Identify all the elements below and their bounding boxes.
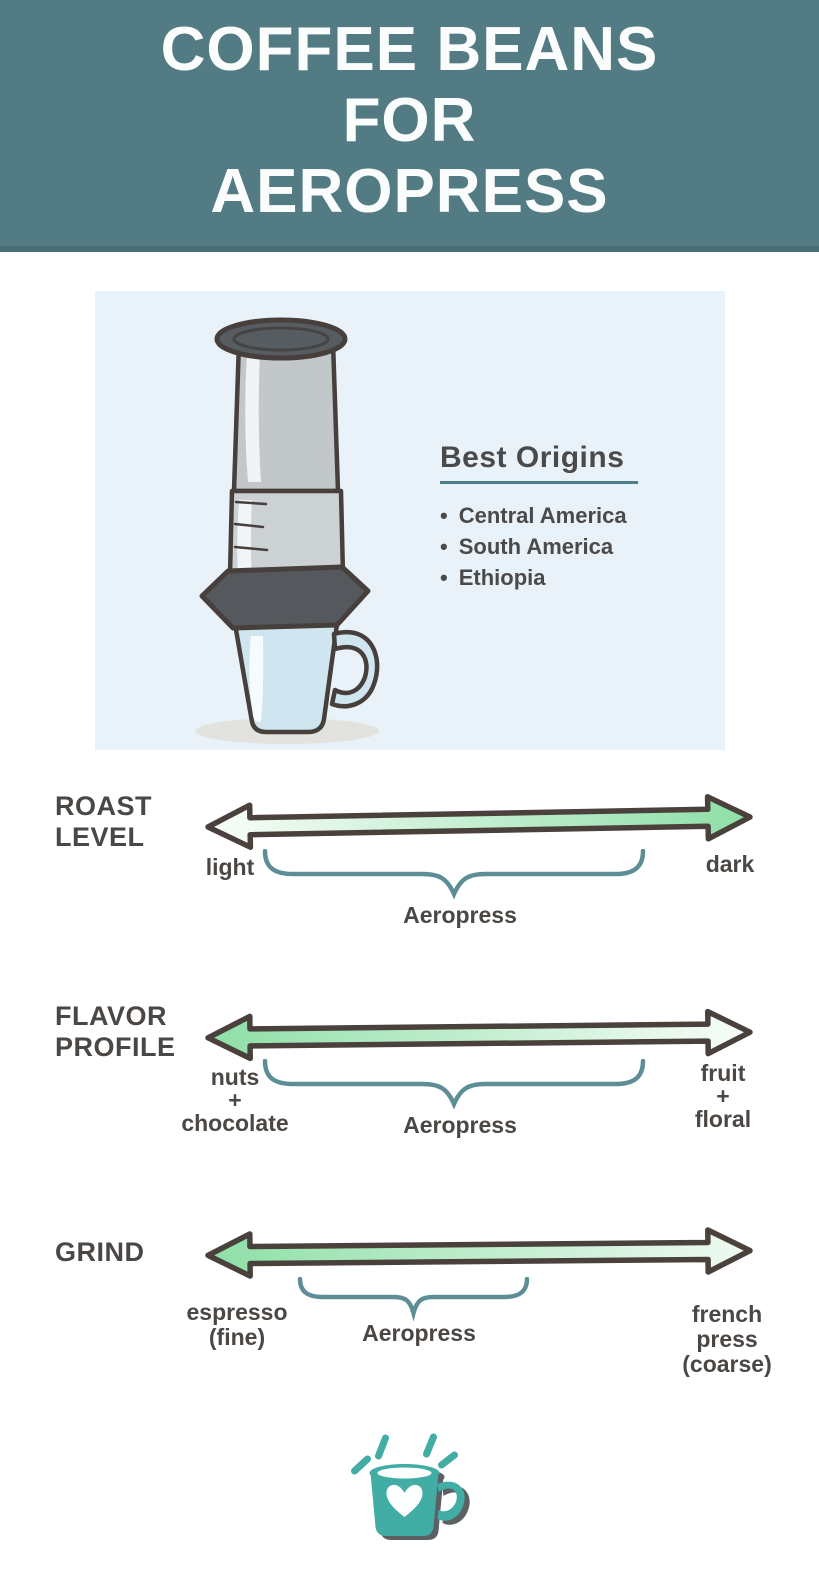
list-item: • South America: [440, 531, 710, 562]
grind-right-label: french press (coarse): [682, 1301, 772, 1377]
double-arrow-icon: [205, 1008, 753, 1062]
roast-right-label: dark: [705, 851, 755, 877]
brace-icon: [262, 1058, 646, 1110]
list-item: • Ethiopia: [440, 562, 710, 593]
grind-brace-label: Aeropress: [362, 1320, 476, 1346]
heart-icon: [386, 1484, 423, 1517]
origin-label: Central America: [458, 503, 627, 528]
roast-brace-label: Aeropress: [403, 902, 517, 928]
aeropress-illustration: [195, 317, 380, 744]
grind-label: GRIND: [55, 1237, 145, 1267]
origins-panel: Best Origins • Central America • South A…: [95, 291, 725, 750]
sparkle-rays: [351, 1433, 458, 1475]
roast-left-label: light: [205, 854, 255, 880]
flavor-right-label: fruit + floral: [694, 1060, 752, 1132]
origins-list: • Central America • South America • Ethi…: [440, 500, 710, 593]
mug-handle: [329, 630, 380, 709]
page-title: COFFEE BEANS FOR AEROPRESS: [160, 15, 659, 226]
roast-aeropress-brace: [262, 848, 646, 908]
bullet-icon: •: [440, 565, 448, 590]
mug-opening: [377, 1467, 432, 1479]
roast-level-label: ROAST LEVEL: [55, 791, 152, 852]
brace-icon: [262, 848, 646, 900]
grind-arrow: [203, 1225, 755, 1282]
best-origins-block: Best Origins • Central America • South A…: [440, 441, 710, 593]
bullet-icon: •: [440, 534, 448, 559]
plunger-highlight: [245, 354, 261, 482]
origin-label: South America: [458, 534, 614, 559]
flavor-profile-label: FLAVOR PROFILE: [55, 1001, 176, 1062]
double-arrow-icon: [205, 1227, 753, 1279]
mug-highlight: [249, 636, 264, 722]
header-banner: COFFEE BEANS FOR AEROPRESS: [0, 0, 819, 252]
mug-handle: [437, 1481, 465, 1521]
flavor-brace-label: Aeropress: [403, 1112, 517, 1138]
filter-cap: [199, 564, 371, 631]
grind-aeropress-brace: [297, 1276, 530, 1328]
heading-underline: [440, 481, 638, 484]
flavor-left-label: nuts + chocolate: [181, 1064, 289, 1136]
roast-level-arrow: [203, 791, 756, 853]
origin-label: Ethiopia: [458, 565, 546, 590]
flavor-aeropress-brace: [262, 1058, 646, 1118]
flavor-profile-arrow: [203, 1006, 756, 1064]
grind-left-label: espresso (fine): [186, 1299, 288, 1350]
brace-icon: [297, 1276, 530, 1322]
list-item: • Central America: [440, 500, 710, 531]
plunger-flange: [214, 317, 348, 361]
plunger-flange-ring: [232, 326, 330, 352]
double-arrow-icon: [205, 794, 753, 850]
best-origins-heading: Best Origins: [440, 441, 625, 474]
bullet-icon: •: [440, 503, 448, 528]
coffee-mug-heart-icon: [351, 1433, 470, 1540]
